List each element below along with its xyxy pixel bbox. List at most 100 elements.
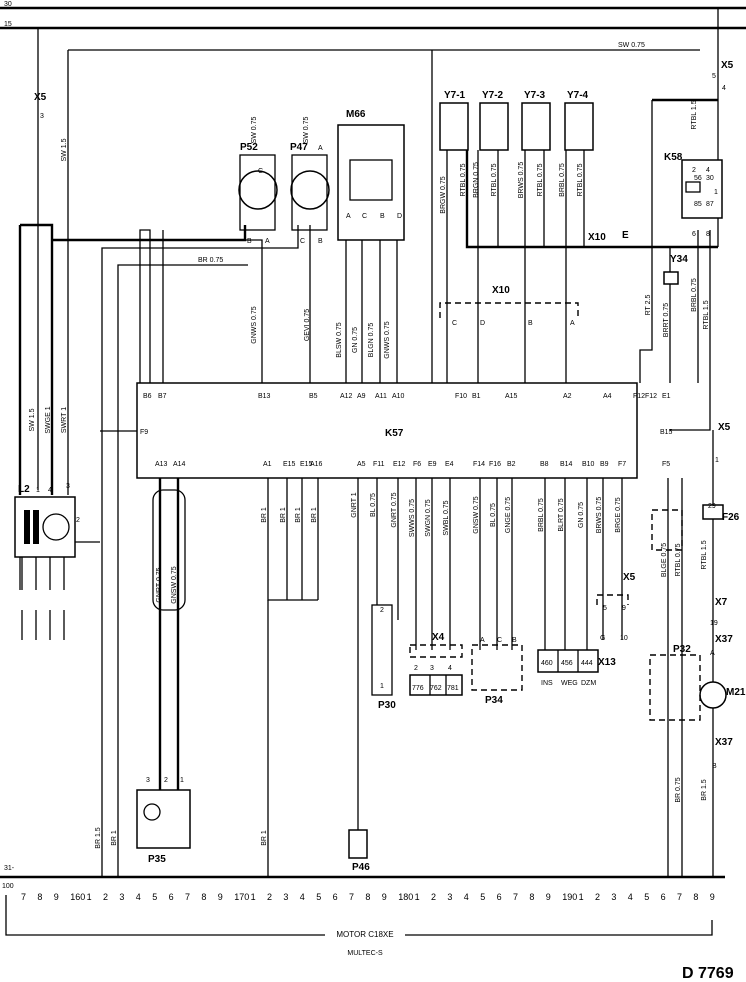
wire-label: BRGN 0.75 xyxy=(473,162,480,198)
component-x37-b-pin: B xyxy=(712,763,717,770)
component-x37-b: X37 xyxy=(715,737,733,748)
engine-label: MOTOR C18XE xyxy=(336,930,393,939)
component-p46: P46 xyxy=(352,862,370,873)
wires xyxy=(0,6,746,936)
wire-label: BRBL 0.75 xyxy=(559,163,566,197)
k57-pin: B14 xyxy=(560,461,573,468)
component-p30: P30 xyxy=(378,700,396,711)
k57-pin: F12 xyxy=(645,393,657,400)
p35-pin: 1 xyxy=(180,777,184,784)
x10-pin: B xyxy=(528,320,533,327)
component-p52: P52 xyxy=(240,142,258,153)
gauge-code: 444 xyxy=(581,660,593,667)
wire-label: BRWS 0.75 xyxy=(596,497,603,534)
gauge-label: WEG xyxy=(561,680,578,687)
component-x10-a: X10 xyxy=(588,232,606,243)
terminal-number: 3 xyxy=(611,892,616,902)
p52-pin: B xyxy=(247,238,252,245)
valve-y7-1 xyxy=(439,102,469,151)
component-x5-top-right: X5 xyxy=(721,60,734,71)
k57-pin: F10 xyxy=(455,393,467,400)
wire-label: GNRT 0.75 xyxy=(391,492,398,527)
k57-pin: E15 xyxy=(283,461,296,468)
component-x7-pin: 19 xyxy=(710,620,718,627)
terminal-number: 9 xyxy=(382,892,387,902)
component-y7-3: Y7-3 xyxy=(524,90,546,101)
p34-pin: C xyxy=(497,637,502,644)
terminal-number: 8 xyxy=(201,892,206,902)
terminal-number: 6 xyxy=(333,892,338,902)
k58-pin: 87 xyxy=(706,201,714,208)
sensor-p35-box xyxy=(136,789,191,849)
m66-pin: C xyxy=(362,213,367,220)
gauge-code: 460 xyxy=(541,660,553,667)
k57-pin: A13 xyxy=(155,461,168,468)
k57-pin: A11 xyxy=(375,393,387,400)
terminal-number: 7 xyxy=(513,892,518,902)
wire-label: BR 1 xyxy=(311,507,318,523)
l2-pin: 2 xyxy=(76,517,80,524)
wire-label: RT 2.5 xyxy=(645,295,652,316)
rail-label: 30 xyxy=(4,1,12,8)
m66-pin: B xyxy=(380,213,385,220)
k57-pin: E12 xyxy=(393,461,406,468)
rail-label: 31- xyxy=(4,865,15,872)
terminal-number: 5 xyxy=(152,892,157,902)
component-x13: X13 xyxy=(598,657,616,668)
wire-label: GN 0.75 xyxy=(578,502,585,528)
component-f26: F26 xyxy=(722,512,740,523)
p34-pin: B xyxy=(512,637,517,644)
wire-label: BL 0.75 xyxy=(370,493,377,517)
component-y7-4: Y7-4 xyxy=(567,90,589,101)
terminal-number: 4 xyxy=(136,892,141,902)
p52-pin: A xyxy=(265,238,270,245)
wire-label: GNWS 0.75 xyxy=(251,306,258,343)
k57-pin: A2 xyxy=(563,393,572,400)
wire-label: RTBL 0.75 xyxy=(491,163,498,196)
wire-label: GNSW 0.75 xyxy=(171,566,178,603)
terminal-number: 8 xyxy=(693,892,698,902)
terminal-number: 8 xyxy=(365,892,370,902)
k58-pin: 30 xyxy=(706,175,714,182)
k57-pin: E4 xyxy=(445,461,454,468)
wire-label: BRGW 0.75 xyxy=(440,176,447,213)
x10-pin: D xyxy=(480,320,485,327)
wire-label: BLSW 0.75 xyxy=(336,322,343,358)
p35-pin: 3 xyxy=(146,777,150,784)
terminal-number: 2 xyxy=(595,892,600,902)
wire-label: BLGE 0.75 xyxy=(661,543,668,577)
terminal-number: 2 xyxy=(431,892,436,902)
idle-actuator-m66-box xyxy=(337,124,405,241)
k57-pin: E9 xyxy=(428,461,437,468)
component-f26-pin: 29 xyxy=(708,503,716,510)
terminal-number: 3 xyxy=(283,892,288,902)
terminal-number: 3 xyxy=(119,892,124,902)
wire-label: BR 0.75 xyxy=(675,777,682,802)
wire-label: GNRT 0.75 xyxy=(156,567,163,602)
wire-label: BL 0.75 xyxy=(490,503,497,527)
x4-pin: 4 xyxy=(448,665,452,672)
k57-pin: A4 xyxy=(603,393,612,400)
p47-pin: C xyxy=(300,238,305,245)
x10-pin: C xyxy=(452,320,457,327)
wire-label: BR 0.75 xyxy=(198,257,223,264)
wire-label: BR 1 xyxy=(261,830,268,846)
component-y34: Y34 xyxy=(670,254,688,265)
k57-pin: B8 xyxy=(540,461,549,468)
terminal-number: 5 xyxy=(644,892,649,902)
terminal-number: 6 xyxy=(661,892,666,902)
gauge-code: 456 xyxy=(561,660,573,667)
sensor-p52-symbol xyxy=(238,170,278,210)
k57-pin: E15 xyxy=(300,461,313,468)
k58-pin: 6 xyxy=(692,231,696,238)
k58-pin: 85 xyxy=(694,201,702,208)
wire-label: RTBL 0.75 xyxy=(577,163,584,196)
drawing-id: D 7769 xyxy=(682,965,734,982)
x4-code: 762 xyxy=(430,685,442,692)
k57-pin: F5 xyxy=(662,461,670,468)
wire-label: BRRT 0.75 xyxy=(663,303,670,337)
wire-label: BR 1.5 xyxy=(95,827,102,849)
k57-pin: B6 xyxy=(143,393,152,400)
terminal-number: 7 xyxy=(185,892,190,902)
component-x5-right-pin: 1 xyxy=(715,457,719,464)
